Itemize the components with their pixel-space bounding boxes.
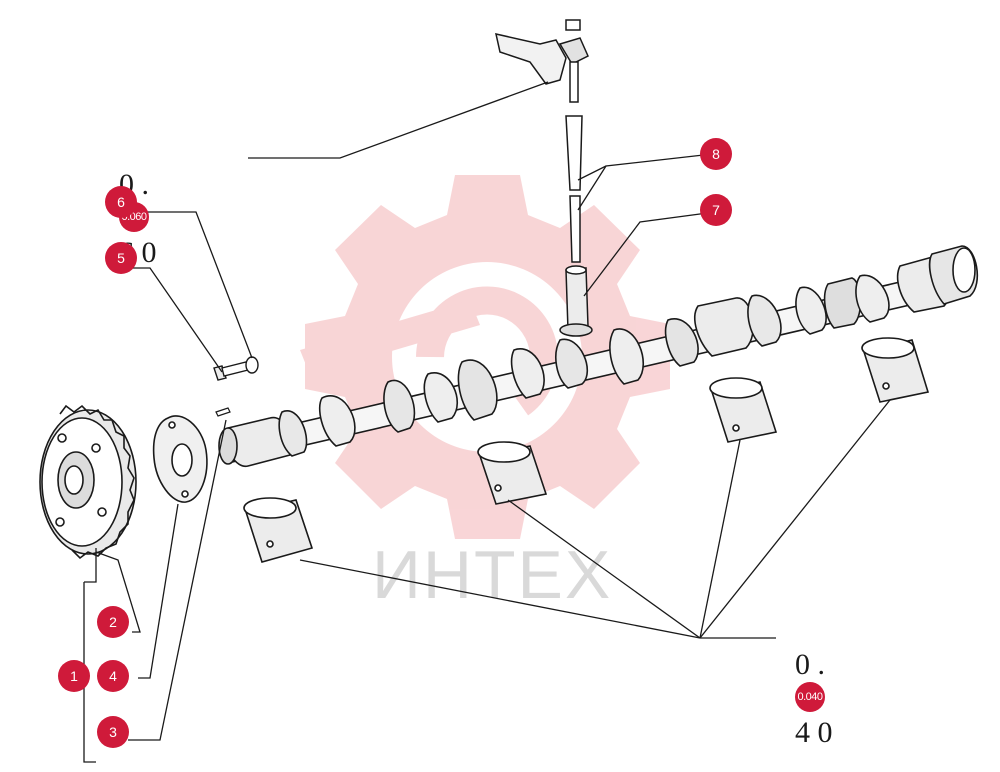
bolt <box>213 361 249 381</box>
ref-bottom-code: 0.040 <box>795 682 825 713</box>
callout-4: 4 <box>97 660 129 692</box>
bush-second <box>477 441 548 505</box>
callout-3: 3 <box>97 716 129 748</box>
callout-8: 8 <box>700 138 732 170</box>
ref-bottom-lead: 0 . <box>795 648 825 681</box>
leader-lines <box>83 81 891 763</box>
callout-6: 6 <box>105 186 137 218</box>
bush-rear <box>861 337 930 403</box>
camshaft <box>218 245 979 467</box>
callout-5: 5 <box>105 242 137 274</box>
bush-front <box>243 497 314 563</box>
cam-gear <box>39 404 137 560</box>
callout-2: 2 <box>97 606 129 638</box>
callout-1: 1 <box>58 660 90 692</box>
ref-bottom-tail: 4 0 <box>795 716 833 750</box>
valve-train <box>495 19 593 337</box>
ref-label-bottom: 0 . 0.040 4 0 <box>780 614 833 750</box>
thrust-plate <box>152 415 208 503</box>
callout-7: 7 <box>700 194 732 226</box>
bush-third <box>709 377 778 443</box>
washer <box>245 356 259 374</box>
watermark-text: ИНТЕХ <box>372 537 612 613</box>
key <box>215 407 231 417</box>
